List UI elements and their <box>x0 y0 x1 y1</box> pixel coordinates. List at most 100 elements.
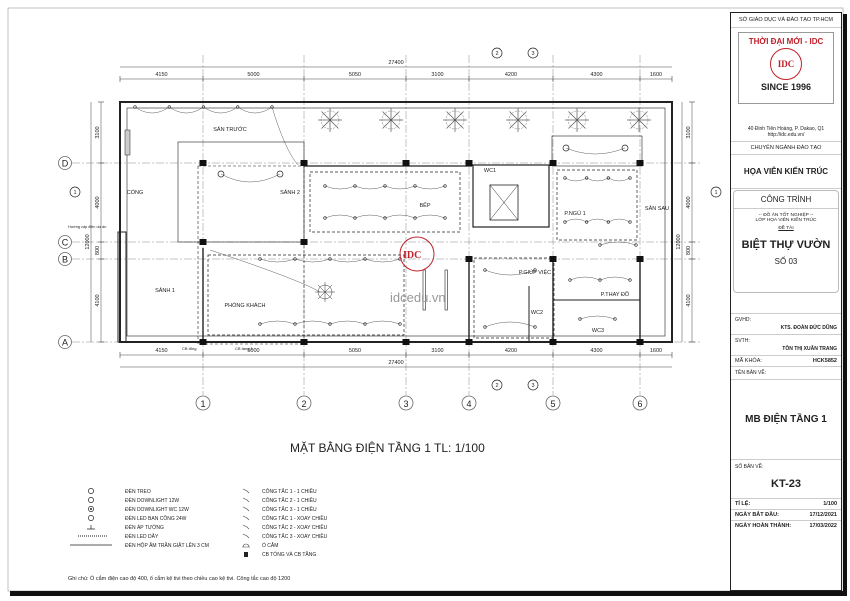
plan-title: MẶT BẰNG ĐIỆN TẦNG 1 TL: 1/100 <box>290 440 485 455</box>
legend-light-label: ĐÈN DOWNLIGHT WC 12W <box>125 506 189 513</box>
svth-label: SVTH: <box>735 338 750 344</box>
tree <box>329 119 339 129</box>
wire <box>569 276 601 281</box>
room-label: CỔNG <box>127 189 144 196</box>
column <box>465 160 473 166</box>
wire <box>414 214 446 219</box>
switch-icon <box>242 506 250 512</box>
light-fixtures <box>133 105 638 329</box>
legend-switch-label: CÔNG TẮC 1 - 1 CHIỀU <box>262 487 317 495</box>
watermark-text: idcedu.vn <box>390 290 446 305</box>
grid-label: B <box>62 255 68 265</box>
tree <box>329 111 339 121</box>
column <box>402 160 410 166</box>
watermark-logo: IDC <box>403 250 421 261</box>
wire <box>324 214 356 219</box>
wire <box>169 106 204 114</box>
major-label: CHUYÊN NGÀNH ĐÀO TẠO <box>731 142 841 155</box>
wire <box>364 320 401 325</box>
note-label: CB tầng 1 <box>235 346 254 351</box>
legend-light-label: ĐÈN DOWNLIGHT 12W <box>125 497 179 504</box>
dim-value: 3100 <box>431 72 443 78</box>
end-date: 17/03/2022 <box>809 523 837 529</box>
wire <box>294 258 331 263</box>
tree <box>567 110 587 130</box>
wire <box>608 218 631 223</box>
start-date: 17/12/2021 <box>809 512 837 518</box>
switch-icon <box>242 515 250 521</box>
section-mark-label: 1 <box>714 190 717 196</box>
project-number: SỐ 03 <box>774 257 798 266</box>
logo: THỜI ĐẠI MỚI - IDC IDC SINCE 1996 <box>738 32 834 104</box>
column <box>549 256 557 262</box>
wall-light-icon <box>87 525 95 530</box>
wire <box>484 269 536 276</box>
grid-label: C <box>62 238 69 248</box>
note-label: CB tổng <box>182 346 196 351</box>
grid-label: D <box>62 159 69 169</box>
switch-icon <box>242 488 250 494</box>
legend-switch-label: CÔNG TẮC 2 - XOAY CHIỀU <box>262 523 328 531</box>
legend-note: Ghi chú: Ổ cắm điện cao độ 400, ổ cắm kệ… <box>68 575 290 582</box>
column <box>199 160 207 166</box>
tree <box>509 111 519 121</box>
recessed-box-light <box>422 269 426 311</box>
drawing-name-label: TÊN BẢN VẼ: <box>731 367 841 380</box>
dim-value: 4300 <box>590 348 602 354</box>
wire <box>354 214 386 219</box>
dim-value: 4200 <box>505 72 517 78</box>
dim-value: 4000 <box>686 196 692 208</box>
switch-icon <box>242 533 250 539</box>
section-mark <box>491 47 503 59</box>
grid-label: 5 <box>550 399 555 409</box>
dim-value: 4000 <box>95 196 101 208</box>
title-block: SỞ GIÁO DỤC VÀ ĐÀO TẠO TP.HCM THỜI ĐẠI M… <box>730 12 842 591</box>
room-label: P.GIÚP VIỆC <box>519 268 551 276</box>
major: HỌA VIÊN KIẾN TRÚC <box>731 155 841 189</box>
project-label: CÔNG TRÌNH <box>734 191 838 209</box>
room-label: P.THAY ĐỒ <box>601 291 630 298</box>
start-row: NGÀY BẮT ĐẦU:17/12/2021 <box>731 510 841 521</box>
tree <box>568 111 578 121</box>
frame-shadow <box>843 14 847 594</box>
wire <box>384 214 416 219</box>
section-mark <box>527 379 539 391</box>
legend-switch-label: CÔNG TẮC 2 - 1 CHIỀU <box>262 496 317 504</box>
logo-since: SINCE 1996 <box>760 82 812 92</box>
wire <box>579 315 616 320</box>
dim-total: 27400 <box>388 60 403 66</box>
scale: 1/100 <box>823 501 837 507</box>
column <box>636 256 644 262</box>
grid-bubble <box>58 235 72 249</box>
tree <box>445 110 465 130</box>
legend-switch-label: CÔNG TẮC 3 - 1 CHIỀU <box>262 505 317 513</box>
column <box>199 339 207 345</box>
wire <box>259 258 296 263</box>
dim-value: 800 <box>686 246 692 255</box>
section-mark <box>69 186 81 198</box>
column <box>549 339 557 345</box>
legend-light-icon <box>88 488 94 494</box>
legend-light-label: ĐÈN ÁP TƯỜNG <box>125 524 164 531</box>
grid-bubble <box>58 156 72 170</box>
tree <box>382 119 392 129</box>
tree <box>508 110 528 130</box>
dim-value: 4300 <box>590 72 602 78</box>
room-label: PHÒNG KHÁCH <box>225 302 266 309</box>
tree <box>382 111 392 121</box>
room-label: SÂN TRƯỚC <box>213 126 246 133</box>
tree <box>517 111 527 121</box>
course: HCK5852 <box>812 358 837 364</box>
grid-bubble <box>195 395 211 411</box>
grid-label: 2 <box>301 399 306 409</box>
dim-value: 1600 <box>650 72 662 78</box>
legend-light-label: ĐÈN TREO <box>125 488 151 495</box>
column <box>199 239 207 245</box>
column <box>465 339 473 345</box>
dim-value: 1600 <box>650 348 662 354</box>
dim-value: 4100 <box>686 294 692 306</box>
course-label: MÃ KHÓA: <box>735 358 762 364</box>
dim-value: 4150 <box>155 348 167 354</box>
legend-switch-label: CB TỔNG VÀ CB TẦNG <box>262 551 316 558</box>
wire <box>324 185 356 190</box>
